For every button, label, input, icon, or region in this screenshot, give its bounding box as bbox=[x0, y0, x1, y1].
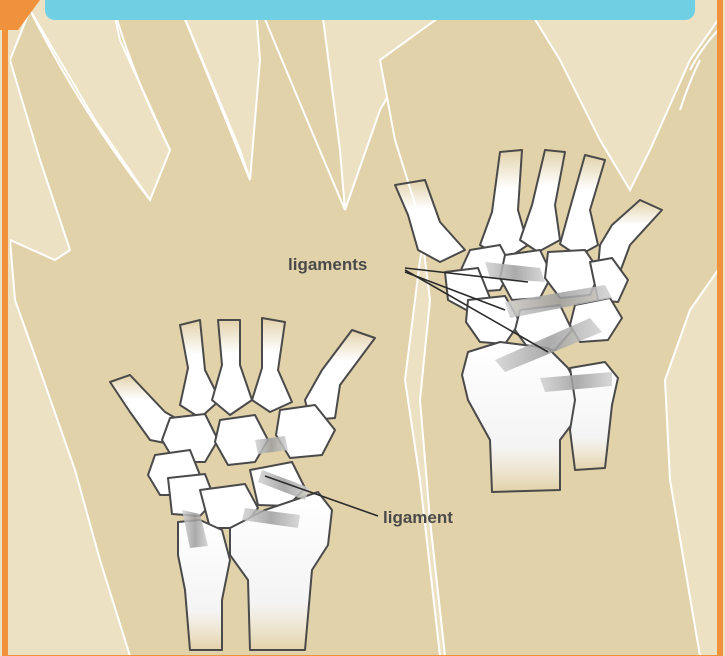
title-bar bbox=[45, 0, 695, 20]
label-ligament: ligament bbox=[383, 508, 453, 528]
label-ligaments: ligaments bbox=[288, 255, 367, 275]
